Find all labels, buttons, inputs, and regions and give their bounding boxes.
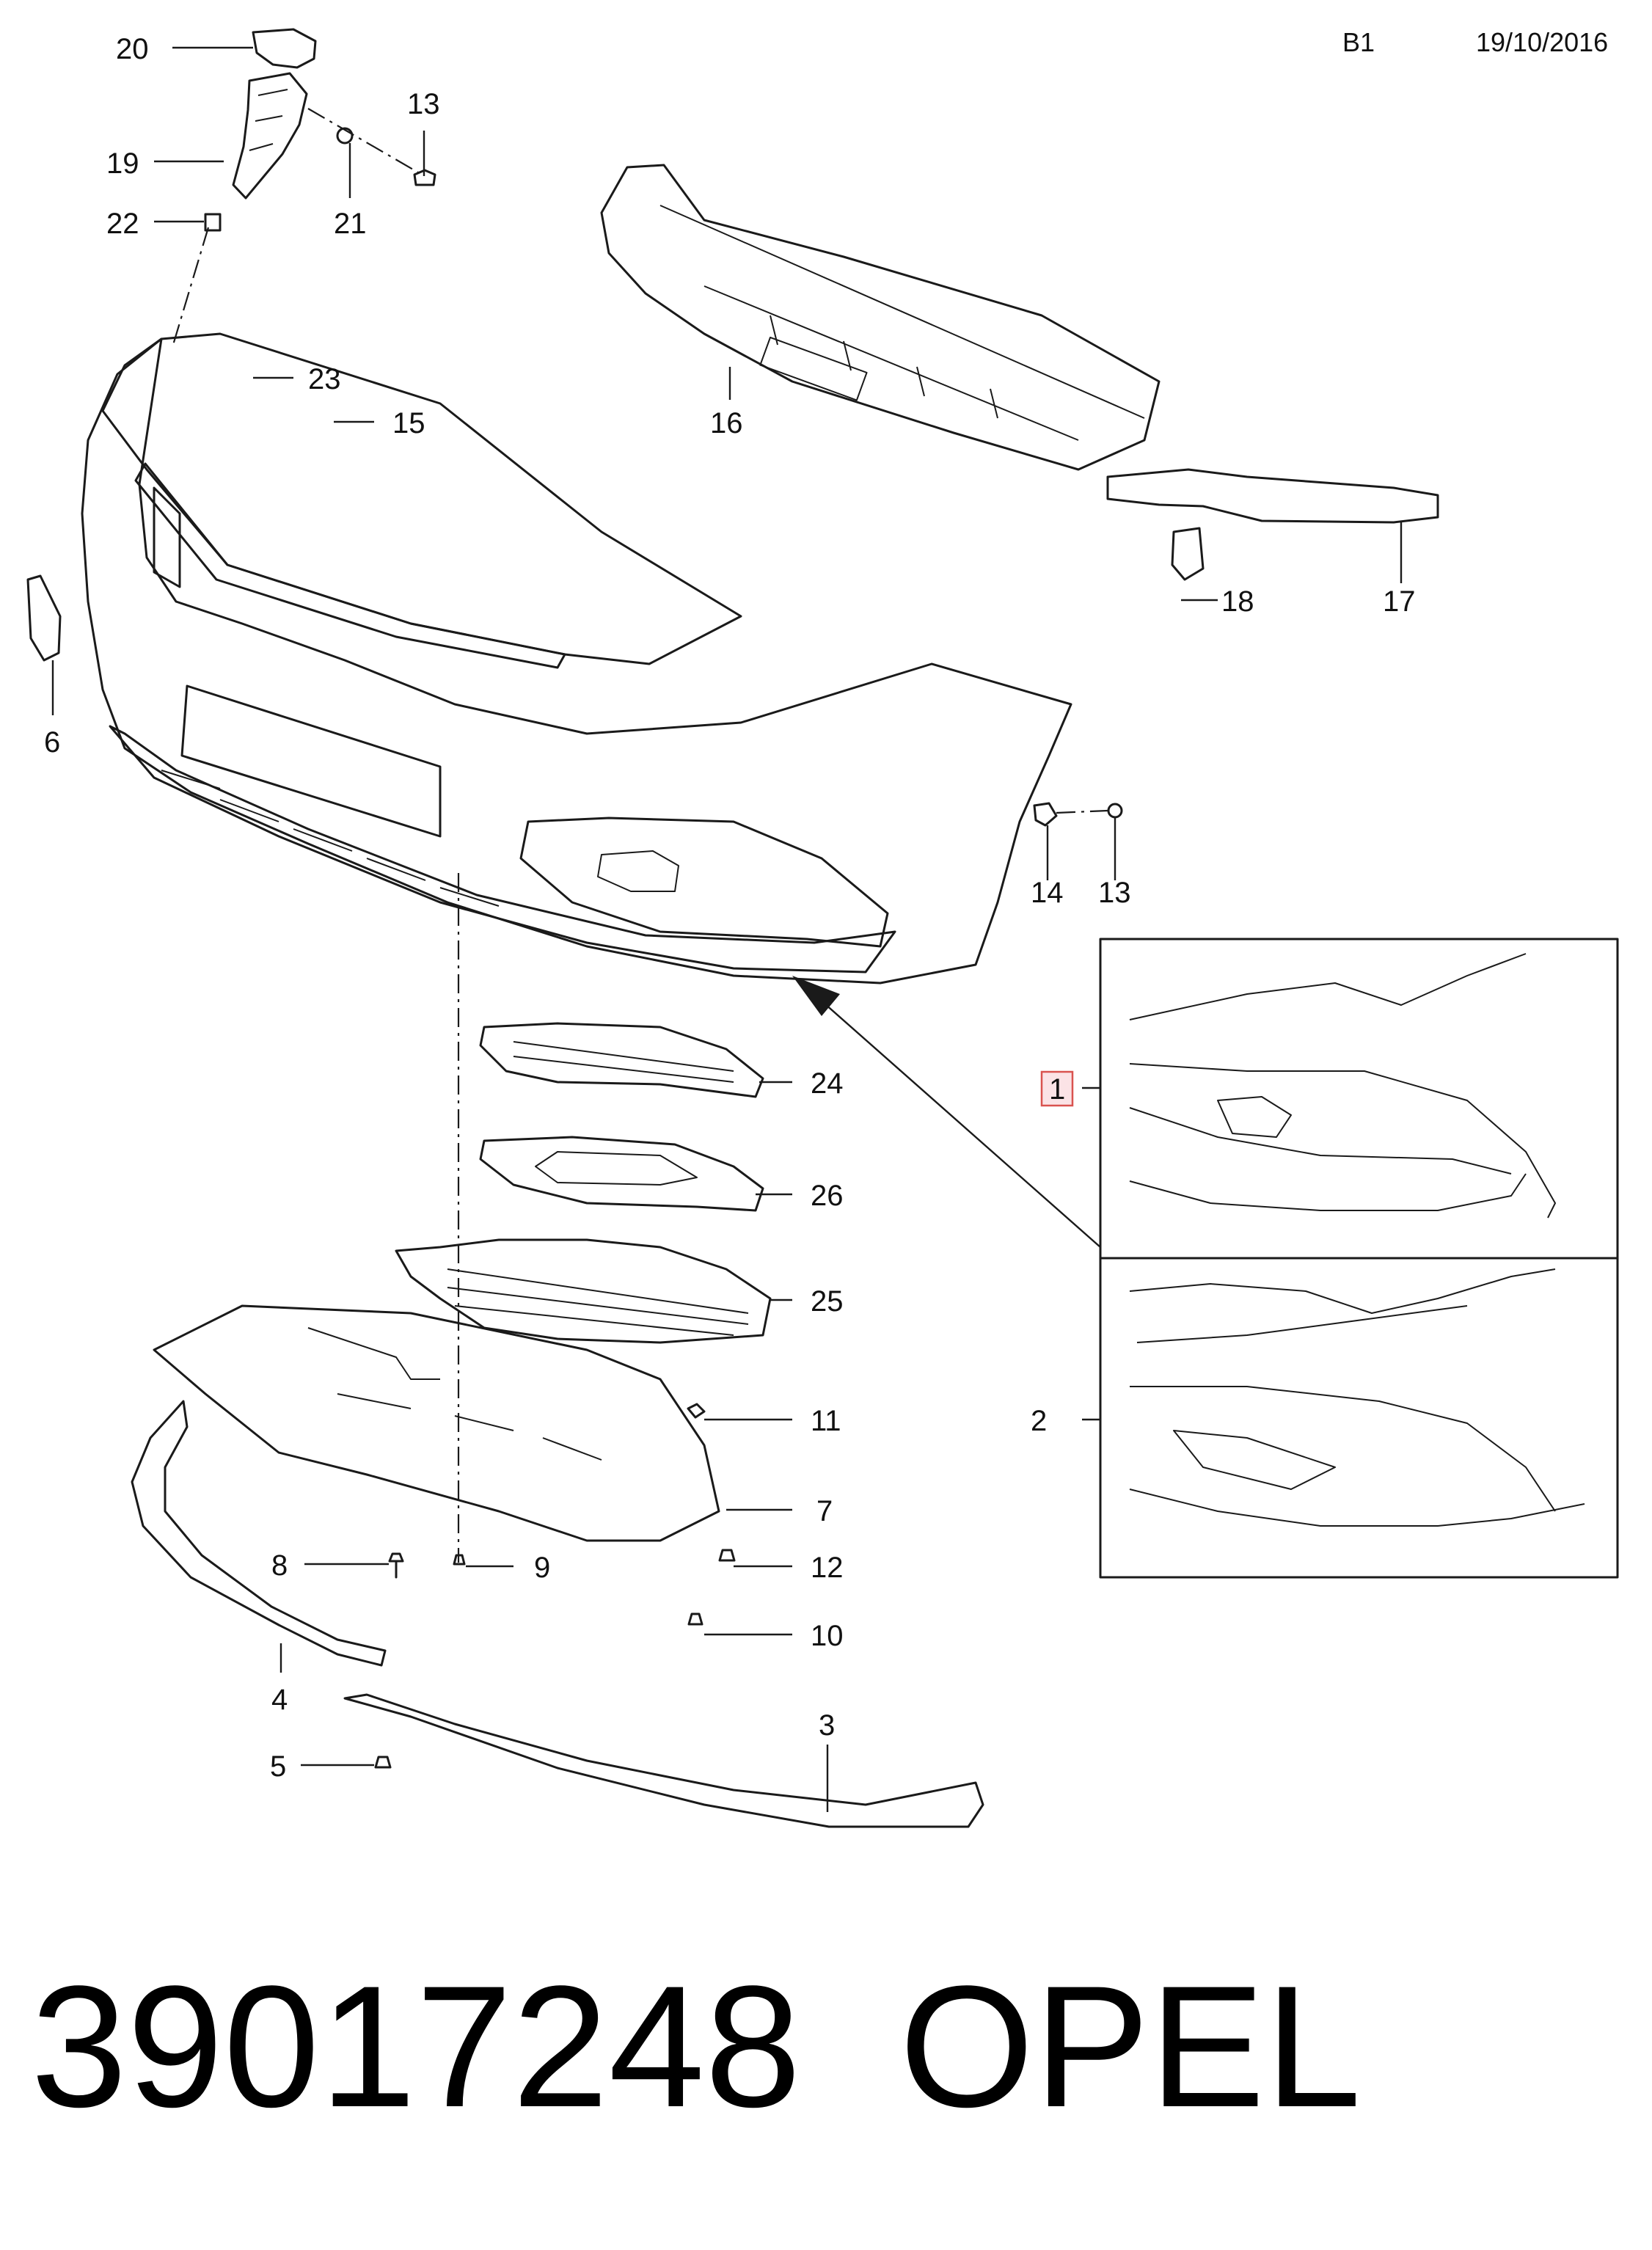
callout-25: 25 <box>811 1285 844 1318</box>
impact-absorber <box>600 164 1161 471</box>
callout-16: 16 <box>710 407 743 439</box>
side-cover <box>26 574 62 662</box>
callout-11: 11 <box>811 1405 841 1437</box>
callout-6: 6 <box>44 726 60 759</box>
fastener-clip <box>1033 802 1058 827</box>
callout-18: 18 <box>1221 585 1254 618</box>
leader-lines <box>51 46 1403 1812</box>
chrome-trim-strip <box>343 1693 984 1828</box>
lower-spoiler <box>131 1400 387 1667</box>
fasteners-lower <box>374 1403 736 1769</box>
callout-19: 19 <box>106 147 139 180</box>
callout-5: 5 <box>270 1750 286 1783</box>
part-number: 39017248 <box>31 1950 802 2144</box>
callout-labels: 20 19 22 21 13 23 15 16 18 17 6 14 13 1 … <box>44 33 1416 1783</box>
callout-21: 21 <box>334 208 367 240</box>
callout-12: 12 <box>811 1552 844 1584</box>
callout-26: 26 <box>811 1180 844 1212</box>
arrow-head <box>792 976 840 1016</box>
fog-bezel-26 <box>479 1136 764 1212</box>
callout-13-top: 13 <box>407 88 440 120</box>
callout-15: 15 <box>392 407 425 439</box>
callout-14: 14 <box>1031 877 1064 909</box>
callout-1-highlight <box>1040 1070 1074 1107</box>
grille-insert-24 <box>479 1022 764 1098</box>
detail-view-2 <box>1099 1257 1619 1579</box>
screw-head <box>1107 803 1123 819</box>
callout-8: 8 <box>271 1549 288 1582</box>
callout-13-mid: 13 <box>1098 877 1131 909</box>
callout-7: 7 <box>816 1495 833 1527</box>
callout-24: 24 <box>811 1067 844 1100</box>
bumper-cover <box>81 332 1072 985</box>
callout-22: 22 <box>106 208 139 240</box>
upper-bracket-assembly <box>204 28 436 232</box>
side-bracket <box>1106 468 1439 581</box>
callout-17: 17 <box>1383 585 1416 618</box>
diagram-date: 19/10/2016 <box>1476 27 1608 57</box>
callout-2: 2 <box>1031 1405 1047 1437</box>
callout-23: 23 <box>308 363 341 395</box>
detail-view-1 <box>1099 938 1619 1260</box>
callout-3: 3 <box>819 1709 835 1742</box>
undertray <box>153 1304 720 1542</box>
grille-insert-25 <box>395 1238 772 1344</box>
brand-name: OPEL <box>899 1950 1362 2144</box>
callout-10: 10 <box>811 1620 844 1652</box>
page-code: B1 <box>1342 27 1375 57</box>
callout-9: 9 <box>534 1552 550 1584</box>
callout-1: 1 <box>1049 1073 1065 1106</box>
callout-20: 20 <box>116 33 149 65</box>
callout-4: 4 <box>271 1684 288 1716</box>
